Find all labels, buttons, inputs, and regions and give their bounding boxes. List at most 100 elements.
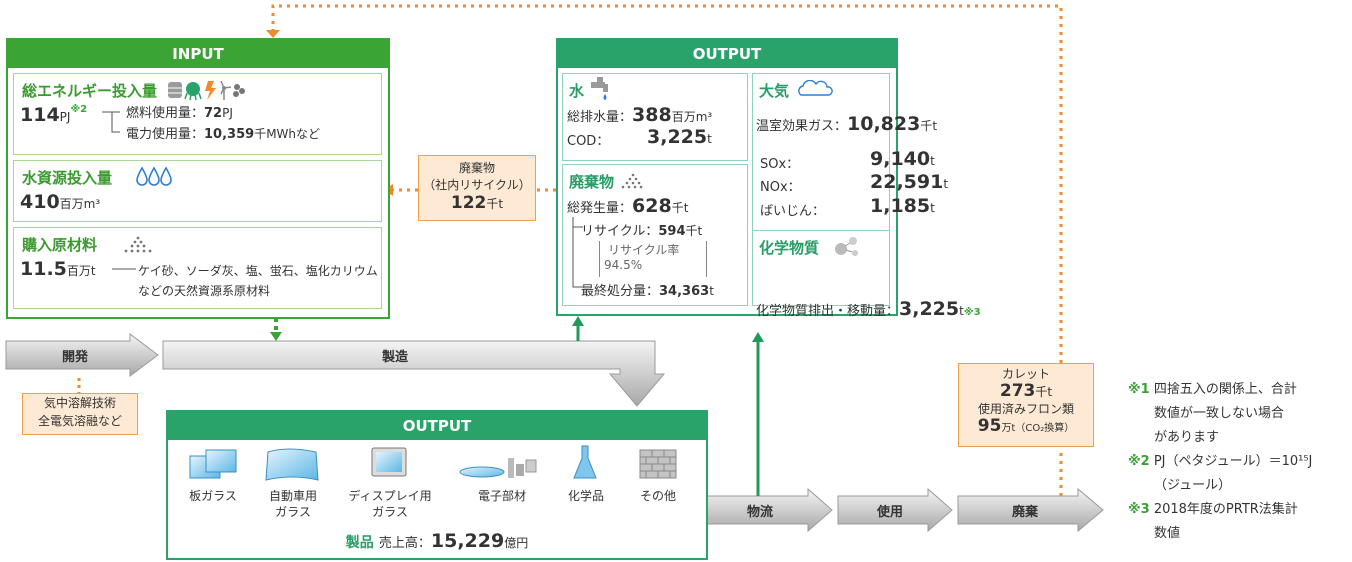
water-output-title: 水 [569,82,585,100]
display-glass-icon [371,447,407,477]
cullet-amount1: 273千t [959,383,1093,401]
dust-amount: 1,185t [870,195,935,217]
internal-recycle-value: 122 [450,193,487,213]
brick-wall-icon [639,449,677,479]
sox-amount: 9,140t [870,148,935,170]
lightning-icon [205,81,216,100]
power-label: 電力使用量： [126,127,205,142]
process-disposal-label: 廃棄 [1011,505,1038,520]
cullet-amount2: 95万t（CO₂換算） [959,418,1093,437]
faucet-icon [591,77,608,100]
sales-title: 製品 [345,535,374,551]
materials-desc1: ケイ砂、ソーダ灰、塩、蛍石、塩化カリウム [138,264,378,278]
energy-box: 総エネルギー投入量 114PJ※2 燃料使用量：72PJ 電力使用量：10,35… [13,73,382,155]
air-output-title: 大気 [759,82,790,100]
discharge-value: 388 [632,104,672,126]
sox-label: SOx： [760,157,800,172]
internal-recycle-amount: 122千t [419,193,535,213]
final-disposal-line: 最終処分量：34,363t [581,280,714,299]
recycle-line: リサイクル：594千t [581,220,702,239]
chem-note-mark: ※3 [963,307,981,318]
note-3-line1: 2018年度のPRTR法集計 [1153,502,1298,517]
materials-value: 11.5 [20,258,67,280]
product-chemicals: 化学品 [546,488,626,504]
product-flat-glass: 板ガラス [173,488,253,504]
dev-note-line1: 気中溶解技術 [43,396,116,410]
dust-label: ばいじん： [760,204,826,219]
process-mfg-label: 製造 [381,350,408,365]
power-unit: 千MWhなど [254,127,321,141]
nox-amount: 22,591t [870,171,948,193]
ghg-value: 10,823 [847,113,921,135]
fuel-label: 燃料使用量： [126,106,205,121]
gas-icon [184,82,202,101]
oil-drum-icon [168,82,182,98]
note-2: ※2 PJ（ペタジュール）＝10¹⁵J （ジュール） [1128,450,1348,498]
output-bottom-panel: OUTPUT 板ガラス 自動車用ガラス ディスプレイ用ガラス 電子部材 化学品 … [166,410,708,560]
arrow-logistics [706,487,833,533]
product-label: 板ガラス [189,489,237,503]
power-line: 電力使用量：10,359千MWhなど [126,123,320,142]
materials-box: 購入原材料 11.5百万t ケイ砂、ソーダ灰、塩、蛍石、塩化カリウム などの天然… [13,227,382,309]
cullet-unit1: 千t [1035,385,1053,399]
internal-recycle-unit: 千t [486,197,504,211]
note-1-line1: 四捨五入の関係上、合計 [1153,382,1297,397]
water-input-total: 410百万m³ [20,191,100,213]
chem-line: 化学物質排出・移動量：3,225t※3 [756,298,981,320]
electronic-parts-icon [459,458,537,478]
output-top-header: OUTPUT [558,40,896,68]
waste-output-box: 廃棄物 総発生量：628千t リサイクル：594千t リサイクル率 94.5% … [562,164,748,306]
chem-unit: t [959,304,964,318]
water-input-value: 410 [20,191,60,213]
cod-amount: 3,225t [647,126,712,148]
cloud-icon [798,80,833,96]
note-2-line1: PJ（ペタジュール）＝10¹⁵J [1153,454,1313,469]
product-label: その他 [639,489,676,503]
waste-granules-icon [621,173,643,189]
energy-value: 114 [20,104,60,126]
water-input-unit: 百万m³ [59,197,101,211]
internal-recycle-box: 廃棄物 （社内リサイクル） 122千t [418,155,536,221]
discharge-label: 総排水量： [567,110,633,125]
process-use-label: 使用 [876,505,903,520]
cullet-box: カレット 273千t 使用済みフロン類 95万t（CO₂換算） [958,363,1094,447]
materials-desc2: などの天然資源系原材料 [138,284,271,298]
cullet-unit2: 万t（CO₂換算） [1001,423,1075,434]
product-label-2: ガラス [275,505,311,519]
arrow-disposal [957,487,1104,533]
sales-value: 15,229 [430,530,505,552]
ghg-line: 温室効果ガス：10,823千t [756,113,937,135]
fuel-unit: PJ [222,106,233,120]
materials-unit: 百万t [66,264,96,278]
nox-unit: t [943,177,949,191]
nox-label: NOx： [760,180,801,195]
chem-label: 化学物質排出・移動量： [756,304,900,319]
water-input-box: 水資源投入量 410百万m³ [13,160,382,222]
waste-total-label: 総発生量： [567,201,633,216]
energy-bracket [102,111,120,133]
final-disposal-label: 最終処分量： [581,284,660,299]
product-label: 化学品 [567,489,604,503]
recycle-unit: 千t [685,224,703,238]
product-label: ディスプレイ用 [348,489,432,503]
wind-icon [220,80,232,100]
internal-recycle-line1: 廃棄物 [458,161,495,175]
output-bottom-header: OUTPUT [168,412,706,440]
note-3-mark: ※3 [1128,502,1150,517]
chem-value: 3,225 [899,298,960,320]
energy-total: 114PJ※2 [20,104,87,126]
cod-unit: t [707,132,712,146]
internal-recycle-line2: （社内リサイクル） [423,178,531,192]
cullet-line2: 使用済みフロン類 [977,402,1074,416]
note-1: ※1 四捨五入の関係上、合計 数値が一致しない場合 があります [1128,378,1348,450]
coal-icon [233,84,245,97]
waste-output-title: 廃棄物 [569,173,615,191]
cullet-line1: カレット [1001,367,1050,381]
final-disposal-value: 34,363 [659,284,710,299]
cullet-return-dotted-line [271,4,1063,363]
cod-label: COD： [567,134,610,149]
energy-icons [168,80,245,101]
power-value: 10,359 [204,127,255,142]
